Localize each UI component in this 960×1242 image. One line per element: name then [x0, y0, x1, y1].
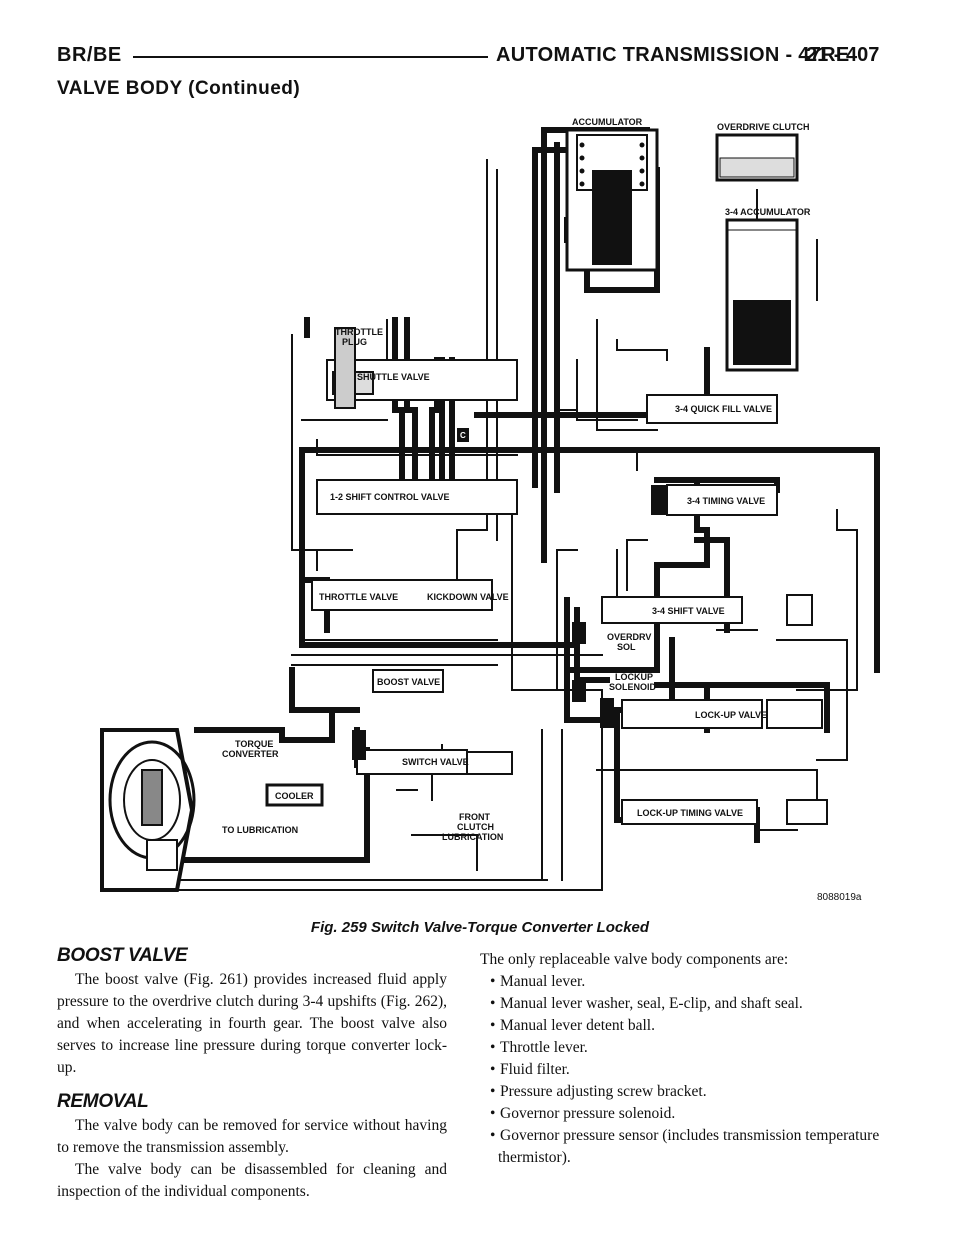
- list-item: •Pressure adjusting screw bracket.: [480, 1081, 880, 1103]
- list-item: •Manual lever washer, seal, E-clip, and …: [480, 993, 880, 1015]
- label-accumulator: ACCUMULATOR: [572, 117, 643, 127]
- left-column: BOOST VALVE The boost valve (Fig. 261) p…: [57, 945, 447, 1203]
- label-lockup-timing-valve: LOCK-UP TIMING VALVE: [637, 808, 743, 818]
- boost-valve-paragraph: The boost valve (Fig. 261) provides incr…: [57, 971, 447, 1076]
- list-item: •Throttle lever.: [480, 1037, 880, 1059]
- boost-valve-heading: BOOST VALVE: [57, 945, 188, 966]
- bullet-icon: •: [490, 1017, 496, 1034]
- label-overdrv-sol-2: SOL: [617, 642, 636, 652]
- header-page-number: 21 - 407: [806, 44, 880, 66]
- label-cooler: COOLER: [275, 791, 314, 801]
- label-3-4-shift-valve: 3-4 SHIFT VALVE: [652, 606, 725, 616]
- label-boost-valve: BOOST VALVE: [377, 677, 440, 687]
- right-column: The only replaceable valve body componen…: [480, 945, 880, 1169]
- label-lockup-sol-2: SOLENOID: [609, 682, 657, 692]
- label-kickdown-valve: KICKDOWN VALVE: [427, 592, 509, 602]
- header-rule: [133, 56, 488, 58]
- bullet-icon: •: [490, 1083, 496, 1100]
- label-shuttle-valve: SHUTTLE VALVE: [357, 372, 430, 382]
- header-model: BR/BE: [57, 44, 122, 66]
- bullet-icon: •: [490, 973, 496, 990]
- removal-paragraph-2: The valve body can be disassembled for c…: [57, 1161, 447, 1200]
- list-item: •Manual lever.: [480, 971, 880, 993]
- section-title: VALVE BODY (Continued): [57, 78, 301, 99]
- label-overdrv-sol-1: OVERDRV: [607, 632, 651, 642]
- label-timing-valve: 3-4 TIMING VALVE: [687, 496, 765, 506]
- bullet-icon: •: [490, 1039, 496, 1056]
- hydraulic-schematic-figure: ACCUMULATOR OVERDRIVE CLUTCH 3-4 ACCUMUL…: [100, 117, 880, 903]
- bullet-icon: •: [490, 995, 496, 1012]
- removal-paragraph-1: The valve body can be removed for servic…: [57, 1117, 447, 1156]
- label-quick-fill-valve: 3-4 QUICK FILL VALVE: [675, 404, 772, 414]
- label-switch-valve: SWITCH VALVE: [402, 757, 469, 767]
- figure-code: 8088019a: [817, 892, 862, 903]
- label-3-4-accumulator: 3-4 ACCUMULATOR: [725, 207, 811, 217]
- label-throttle-plug-1: THROTTLE: [335, 327, 383, 337]
- label-throttle-plug-2: PLUG: [342, 337, 367, 347]
- label-front-1: FRONT: [459, 812, 490, 822]
- label-overdrive-clutch: OVERDRIVE CLUTCH: [717, 122, 810, 132]
- label-shift-control-valve: 1-2 SHIFT CONTROL VALVE: [330, 492, 450, 502]
- list-item: •Governor pressure sensor (includes tran…: [490, 1127, 880, 1166]
- bullet-icon: •: [490, 1061, 496, 1078]
- label-front-2: CLUTCH: [457, 822, 494, 832]
- label-to-lubrication: TO LUBRICATION: [222, 825, 298, 835]
- bullet-icon: •: [490, 1105, 496, 1122]
- bullet-icon: •: [490, 1127, 496, 1144]
- label-torque-1: TORQUE: [235, 739, 273, 749]
- label-torque-2: CONVERTER: [222, 749, 279, 759]
- removal-heading: REMOVAL: [57, 1091, 149, 1112]
- list-item: •Manual lever detent ball.: [480, 1015, 880, 1037]
- label-front-3: LUBRICATION: [442, 832, 503, 842]
- label-check-ball: C: [460, 431, 466, 440]
- header-chapter-title: AUTOMATIC TRANSMISSION - 47RE: [496, 44, 850, 66]
- label-throttle-valve: THROTTLE VALVE: [319, 592, 398, 602]
- list-item: •Fluid filter.: [480, 1059, 880, 1081]
- list-item: •Governor pressure solenoid.: [480, 1103, 880, 1125]
- components-intro: The only replaceable valve body componen…: [480, 951, 789, 968]
- label-lockup-valve: LOCK-UP VALVE: [695, 710, 767, 720]
- figure-caption: Fig. 259 Switch Valve-Torque Converter L…: [310, 919, 650, 936]
- label-lockup-sol-1: LOCKUP: [615, 672, 653, 682]
